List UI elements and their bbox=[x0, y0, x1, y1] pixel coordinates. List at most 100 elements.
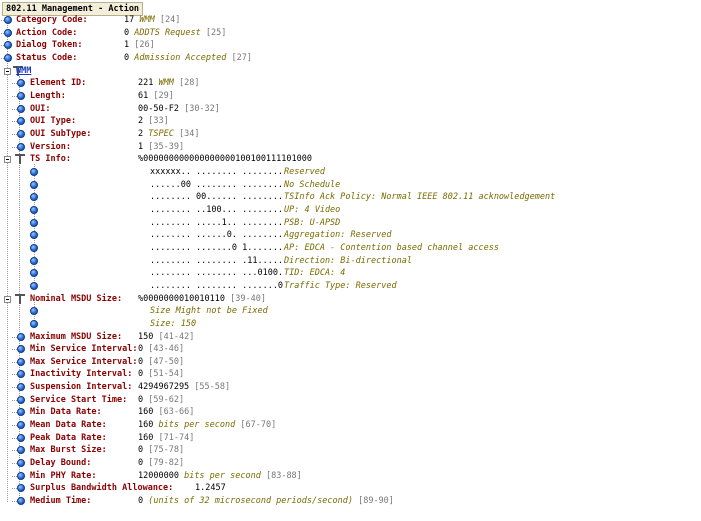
field-value: 0 Admission Accepted [27] bbox=[124, 52, 252, 64]
bit-row[interactable]: ........ .....1.. ........PSB: U-APSD bbox=[0, 217, 701, 229]
field-description: Admission Accepted bbox=[134, 52, 227, 63]
field-description: WMM bbox=[139, 15, 155, 25]
field-row[interactable]: Version:1 [35-39] bbox=[0, 141, 701, 153]
field-value-text: 61 bbox=[138, 90, 149, 101]
field-value-text: 0 bbox=[138, 344, 144, 355]
field-row[interactable]: Element ID: 221 WMM [28] bbox=[0, 77, 701, 89]
tree-connector bbox=[12, 475, 17, 477]
tree-node-icon-stem bbox=[19, 293, 21, 304]
field-value-text: 2 bbox=[138, 116, 144, 127]
tree-node-msdu[interactable]: Nominal MSDU Size: %0000000010010110 [39-… bbox=[0, 293, 701, 305]
field-row[interactable]: Min Service Interval:0 [43-46] bbox=[0, 343, 701, 355]
field-value-text: 12000000 bbox=[138, 470, 179, 481]
bit-row[interactable]: ........ ..100... ........UP: 4 Video bbox=[0, 204, 701, 216]
field-row[interactable]: Suspension Interval:4294967295 [55-58] bbox=[0, 381, 701, 393]
collapse-toggle-icon[interactable] bbox=[4, 295, 11, 303]
field-label: Min PHY Rate: bbox=[30, 470, 97, 481]
field-value-text: 1 bbox=[124, 40, 130, 51]
field-row[interactable]: Category Code:17 WMM [24] bbox=[0, 14, 701, 26]
bit-row[interactable]: ........ 00...... ........TSInfo Ack Pol… bbox=[0, 191, 701, 203]
field-value: 221 WMM [28] bbox=[138, 77, 199, 89]
field-value-text: 0 bbox=[124, 52, 130, 63]
field-value-text: 0 bbox=[138, 496, 144, 507]
bit-row[interactable]: ........ ......0. ........Aggregation: R… bbox=[0, 229, 701, 241]
msdu-note-row[interactable]: Size: 150 bbox=[0, 318, 701, 330]
field-row[interactable]: OUI SubType:2 TSPEC [34] bbox=[0, 128, 701, 140]
collapse-toggle-icon[interactable] bbox=[4, 67, 11, 75]
field-value: 0 [79-82] bbox=[138, 457, 184, 469]
field-row[interactable]: Inactivity Interval:0 [51-54] bbox=[0, 368, 701, 380]
field-offset: [55-58] bbox=[194, 382, 231, 393]
tree-node-wmm[interactable]: WMM bbox=[0, 65, 701, 77]
field-row[interactable]: Action Code:0 ADDTS Request [25] bbox=[0, 27, 701, 39]
field-row[interactable]: Mean Data Rate:160 bits per second [67-7… bbox=[0, 419, 701, 431]
note-icon bbox=[30, 319, 38, 328]
field-row[interactable]: Medium Time:0 (units of 32 microsecond p… bbox=[0, 495, 701, 507]
tree-connector bbox=[12, 387, 17, 389]
field-label: Status Code: bbox=[16, 52, 78, 63]
field-description: TSPEC bbox=[148, 128, 174, 139]
field-icon bbox=[4, 28, 12, 37]
field-offset: [67-70] bbox=[240, 420, 277, 431]
field-value-text: 1.2457 bbox=[195, 483, 226, 494]
bit-row[interactable]: ........ ........ .11.....Direction: Bi-… bbox=[0, 255, 701, 267]
field-row[interactable]: OUI:00-50-F2 [30-32] bbox=[0, 103, 701, 115]
field-label: TS Info: bbox=[30, 154, 71, 165]
note-icon bbox=[30, 307, 38, 316]
field-label: Element ID: bbox=[30, 78, 87, 89]
bit-row[interactable]: ......00 ........ ........No Schedule bbox=[0, 179, 701, 191]
field-row[interactable]: Status Code: 0 Admission Accepted [27] bbox=[0, 52, 701, 64]
field-value-text: 4294967295 bbox=[138, 382, 190, 393]
field-offset: [41-42] bbox=[158, 331, 195, 342]
field-row[interactable]: Max Burst Size:0 [75-78] bbox=[0, 444, 701, 456]
field-row[interactable]: Peak Data Rate:160 [71-74] bbox=[0, 432, 701, 444]
field-row[interactable]: Min Data Rate:160 [63-66] bbox=[0, 406, 701, 418]
field-label: Max Burst Size: bbox=[30, 445, 107, 456]
field-offset: [26] bbox=[134, 40, 155, 51]
field-row[interactable]: Min PHY Rate:12000000 bits per second [8… bbox=[0, 470, 701, 482]
field-value: 61 [29] bbox=[138, 90, 174, 102]
field-row[interactable]: Dialog Token:1 [26] bbox=[0, 39, 701, 51]
field-value: %0000000010010110 [39-40] bbox=[138, 293, 266, 305]
field-row[interactable]: Max Service Interval:0 [47-50] bbox=[0, 356, 701, 368]
field-label: Service Start Time: bbox=[30, 394, 128, 405]
field-icon bbox=[17, 459, 25, 468]
tree-guide-root bbox=[7, 17, 8, 502]
bit-icon bbox=[30, 231, 38, 240]
bit-row[interactable]: ........ ........ ...0100.TID: EDCA: 4 bbox=[0, 267, 701, 279]
bit-row[interactable]: ........ .......0 1.......AP: EDCA - Con… bbox=[0, 242, 701, 254]
field-row[interactable]: Maximum MSDU Size:150 [41-42] bbox=[0, 331, 701, 343]
tree-node-icon-stem bbox=[17, 65, 19, 76]
collapse-toggle-icon[interactable] bbox=[4, 156, 11, 164]
field-icon bbox=[17, 332, 25, 341]
field-label: Nominal MSDU Size: bbox=[30, 293, 123, 304]
tree-connector bbox=[0, 20, 4, 21]
field-label: Inactivity Interval: bbox=[30, 369, 133, 380]
field-row[interactable]: Surplus Bandwidth Allowance:1.2457 bbox=[0, 482, 701, 494]
field-value-text: 00-50-F2 bbox=[138, 103, 179, 114]
msdu-note-row[interactable]: Size Might not be Fixed bbox=[0, 305, 701, 317]
field-offset: [29] bbox=[153, 90, 174, 101]
field-row[interactable]: OUI Type:2 [33] bbox=[0, 115, 701, 127]
field-value: 1 [35-39] bbox=[138, 141, 184, 153]
field-value: 0 (units of 32 microsecond periods/secon… bbox=[138, 495, 394, 507]
field-label: Min Service Interval: bbox=[30, 344, 138, 355]
field-offset: [47-50] bbox=[148, 356, 185, 367]
bit-icon bbox=[30, 256, 38, 265]
field-icon bbox=[17, 91, 25, 100]
decode-header: 802.11 Management - Action bbox=[2, 2, 144, 16]
field-icon bbox=[4, 41, 12, 50]
field-icon bbox=[17, 79, 25, 88]
field-row[interactable]: Delay Bound:0 [79-82] bbox=[0, 457, 701, 469]
field-row[interactable]: Service Start Time:0 [59-62] bbox=[0, 394, 701, 406]
field-icon bbox=[4, 16, 12, 24]
field-value-text: 221 bbox=[138, 78, 154, 89]
field-value: %000000000000000000100100111101000 bbox=[138, 154, 312, 165]
field-row[interactable]: Length:61 [29] bbox=[0, 90, 701, 102]
field-description: WMM bbox=[158, 78, 174, 89]
field-label: Peak Data Rate: bbox=[30, 432, 107, 443]
bit-row[interactable]: xxxxxx.. ........ ........Reserved bbox=[0, 166, 701, 178]
tree-node-ts-info[interactable]: TS Info: %0000000000000000001001001111010… bbox=[0, 153, 701, 165]
field-icon bbox=[17, 421, 25, 430]
